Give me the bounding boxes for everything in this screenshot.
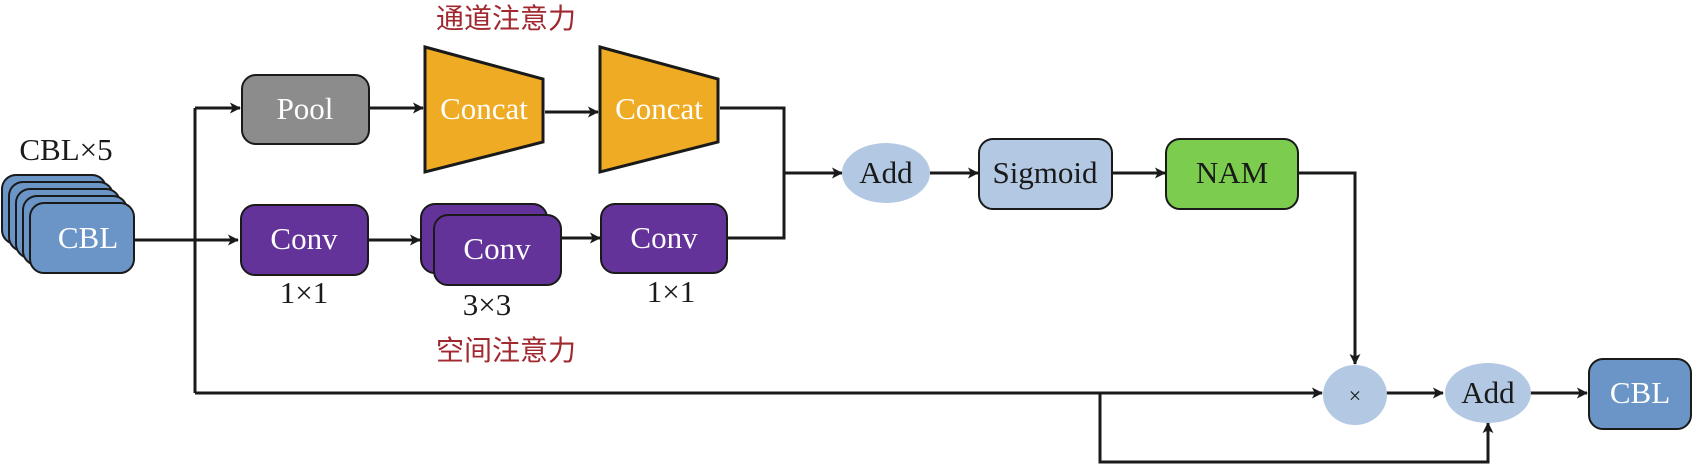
add-1-ellipse	[842, 143, 930, 203]
conv-3-kernel-label: 1×1	[647, 274, 695, 309]
concat-1-shape	[423, 45, 545, 174]
conv-block-1[interactable]: Conv	[240, 204, 369, 276]
add-2-label: Add	[1461, 375, 1515, 410]
add-1-label: Add	[859, 155, 913, 190]
conv-2-kernel-label: 3×3	[463, 287, 511, 322]
concat-block-1[interactable]: Concat	[423, 45, 545, 174]
pool-block[interactable]: Pool	[241, 74, 370, 145]
sigmoid-label: Sigmoid	[992, 155, 1098, 190]
cbl-input-label: CBL	[58, 220, 118, 255]
multiply-ellipse	[1323, 365, 1387, 425]
sigmoid-block[interactable]: Sigmoid	[978, 138, 1113, 210]
nam-rect	[1165, 138, 1299, 210]
add-2-ellipse	[1445, 363, 1531, 423]
wire-skip-to-add2	[1098, 393, 1494, 464]
conv-1-kernel-label: 1×1	[280, 275, 328, 310]
concat-2-shape	[598, 45, 720, 174]
cbl-output-label: CBL	[1610, 375, 1670, 410]
channel-attention-label: 通道注意力	[436, 2, 576, 35]
conv-3-rect	[600, 203, 728, 274]
cbl-stack-caption: CBL×5	[19, 132, 112, 167]
cbl-input-block	[29, 202, 135, 274]
concat-1-label: Concat	[440, 91, 528, 126]
add-node-1[interactable]: Add	[842, 143, 930, 203]
cbl-input-stack[interactable]: CBL	[1, 174, 135, 274]
add-node-2[interactable]: Add	[1445, 363, 1531, 423]
connections	[134, 102, 1588, 464]
pool-label: Pool	[277, 91, 334, 126]
concat-block-2[interactable]: Concat	[598, 45, 720, 174]
multiply-node[interactable]: ×	[1323, 365, 1387, 425]
concat-2-label: Concat	[615, 91, 703, 126]
conv-3-label: Conv	[630, 220, 698, 255]
pool-rect	[241, 74, 370, 145]
conv-1-label: Conv	[270, 221, 338, 256]
cbl-output-rect	[1588, 358, 1692, 430]
wire-concat2-merge	[720, 106, 786, 240]
conv-block-2[interactable]: Conv	[420, 203, 562, 286]
conv-2-label: Conv	[463, 231, 531, 266]
nam-block[interactable]: NAM	[1165, 138, 1299, 210]
conv-2-rect	[433, 214, 562, 286]
multiply-label: ×	[1349, 383, 1361, 408]
spatial-attention-label: 空间注意力	[436, 334, 576, 367]
sigmoid-rect	[978, 138, 1113, 210]
cbl-output-block[interactable]: CBL	[1588, 358, 1692, 430]
nam-label: NAM	[1196, 155, 1268, 190]
conv-1-rect	[240, 204, 369, 276]
conv-block-3[interactable]: Conv	[600, 203, 728, 274]
wire-nam-to-multiply	[1298, 171, 1361, 365]
